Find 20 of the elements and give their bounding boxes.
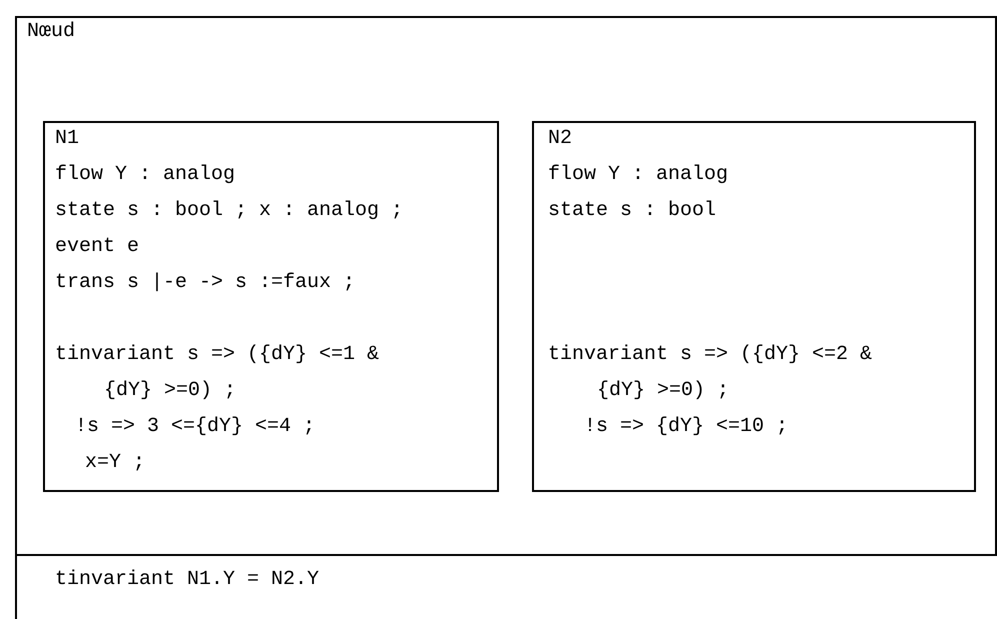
module-title: Nœud: [27, 20, 76, 44]
code-line: flow Y : analog: [55, 163, 236, 187]
code-line: !s => {dY} <=10 ;: [584, 415, 788, 439]
code-line: !s => 3 <={dY} <=4 ;: [75, 415, 316, 439]
code-line: {dY} >=0) ;: [104, 379, 236, 403]
outer-frame: [15, 16, 997, 556]
code-line: event e: [55, 235, 140, 259]
module-box: [43, 121, 499, 492]
module-title: N2: [548, 127, 572, 151]
module-box: [532, 121, 976, 492]
code-line: {dY} >=0) ;: [597, 379, 730, 403]
code-line: trans s |-e -> s :=faux ;: [55, 271, 356, 295]
code-line: state s : bool ; x : analog ;: [55, 199, 404, 223]
code-line: state s : bool: [548, 199, 716, 223]
code-line: tinvariant s => ({dY} <=1 &: [55, 343, 380, 367]
module-title: N1: [55, 127, 80, 151]
code-line: x=Y ;: [85, 451, 146, 475]
code-line: flow Y : analog: [548, 163, 728, 187]
code-line: tinvariant N1.Y = N2.Y: [55, 568, 320, 592]
code-line: tinvariant s => ({dY} <=2 &: [548, 343, 872, 367]
